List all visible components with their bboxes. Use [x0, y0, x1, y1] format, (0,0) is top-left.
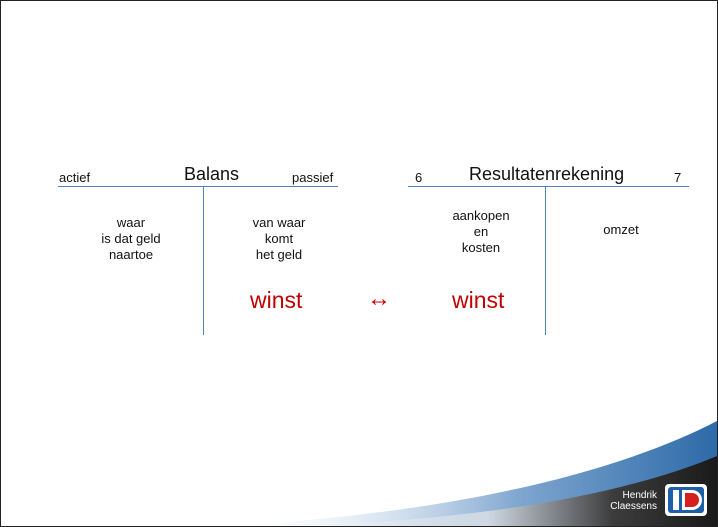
- balans-left-line: waar: [116, 215, 146, 230]
- balans-right-label: passief: [292, 170, 334, 185]
- balans-left-body: waar is dat geld naartoe: [73, 215, 189, 263]
- resultaten-profit: winst: [452, 287, 505, 313]
- resultaten-left-body: aankopen en kosten: [426, 208, 536, 256]
- logo-name-line: Hendrik: [622, 490, 657, 501]
- resultaten-left-line: kosten: [461, 240, 501, 255]
- resultaten-right-line: omzet: [603, 222, 639, 237]
- resultaten-left-line: aankopen: [452, 208, 510, 223]
- resultaten-right-label: 7: [674, 170, 682, 185]
- resultaten-left-label: 6: [415, 170, 423, 185]
- balans-divider-line: [203, 186, 204, 335]
- balans-right-line: van waar: [252, 215, 306, 230]
- resultaten-left-line: en: [473, 224, 489, 239]
- balans-profit: winst: [250, 287, 303, 313]
- resultaten-title: Resultatenrekening: [469, 164, 625, 184]
- logo-caption: Hendrik Claessens: [589, 490, 657, 512]
- resultaten-right-body: omzet: [566, 222, 676, 238]
- balans-right-line: komt: [264, 231, 294, 246]
- balans-left-line: is dat geld: [101, 231, 161, 246]
- balans-title: Balans: [184, 164, 240, 184]
- balans-left-label: actief: [59, 170, 91, 185]
- balans-right-line: het geld: [255, 247, 303, 262]
- double-arrow-icon: ↔: [367, 285, 391, 312]
- resultaten-divider-line: [545, 186, 546, 335]
- logo-icon: [665, 484, 707, 516]
- logo-name-line: Claessens: [610, 501, 657, 512]
- balans-right-body: van waar komt het geld: [221, 215, 337, 263]
- balans-left-line: naartoe: [108, 247, 154, 262]
- resultaten-top-line: [408, 186, 689, 187]
- balans-top-line: [58, 186, 338, 187]
